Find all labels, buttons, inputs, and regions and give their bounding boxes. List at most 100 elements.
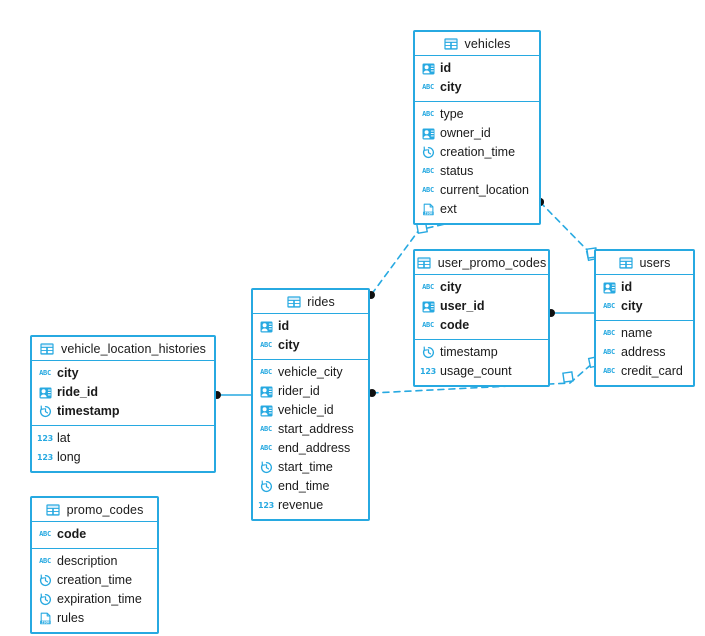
key-field-ride_id[interactable]: ride_id xyxy=(32,383,214,402)
field-label: id xyxy=(278,319,290,334)
field-label: end_address xyxy=(278,441,351,456)
field-rider_id[interactable]: rider_id xyxy=(253,382,368,401)
field-label: ride_id xyxy=(57,385,98,400)
svg-text:JSON: JSON xyxy=(424,212,432,216)
field-creation_time[interactable]: creation_time xyxy=(415,143,539,162)
123-icon: 123 xyxy=(257,500,275,510)
field-label: vehicle_city xyxy=(278,365,343,380)
relationship-vehicle-location-histories-to-rides[interactable] xyxy=(213,391,252,399)
field-label: end_time xyxy=(278,479,330,494)
field-owner_id[interactable]: owner_id xyxy=(415,124,539,143)
table-icon xyxy=(286,295,301,308)
abc-icon: ABC xyxy=(603,367,615,375)
field-label: rider_id xyxy=(278,384,320,399)
key-field-id[interactable]: id xyxy=(596,278,693,297)
field-rules[interactable]: JSON rules xyxy=(32,609,157,628)
table-icon xyxy=(618,256,633,269)
field-label: city xyxy=(57,366,79,381)
person-badge-icon xyxy=(421,62,435,76)
entity-title: vehicles xyxy=(464,36,511,51)
field-end_time[interactable]: end_time xyxy=(253,477,368,496)
abc-icon: ABC xyxy=(603,348,615,356)
person-badge-icon xyxy=(602,281,616,295)
field-label: description xyxy=(57,554,118,569)
abc-icon: ABC xyxy=(422,110,434,118)
abc-icon: ABC xyxy=(39,369,51,377)
clock-icon xyxy=(259,461,273,475)
field-start_time[interactable]: start_time xyxy=(253,458,368,477)
entity-title: vehicle_location_histories xyxy=(60,341,207,356)
key-field-timestamp[interactable]: timestamp xyxy=(32,402,214,421)
field-label: expiration_time xyxy=(57,592,142,607)
abc-icon: ABC xyxy=(260,341,272,349)
key-field-id[interactable]: id xyxy=(253,317,368,336)
field-creation_time[interactable]: creation_time xyxy=(32,571,157,590)
field-label: user_id xyxy=(440,299,485,314)
relationship-user-promo-codes-to-users[interactable] xyxy=(547,309,595,317)
entity-header-vehicle_location_histories[interactable]: vehicle_location_histories xyxy=(32,337,214,361)
field-label: city xyxy=(440,80,462,95)
key-field-user_id[interactable]: user_id xyxy=(415,297,548,316)
field-label: usage_count xyxy=(440,364,512,379)
field-label: id xyxy=(621,280,633,295)
entity-title: promo_codes xyxy=(66,502,144,517)
abc-icon: ABC xyxy=(39,557,51,565)
clock-icon xyxy=(38,593,52,607)
key-field-city[interactable]: ABC city xyxy=(415,78,539,97)
field-label: timestamp xyxy=(440,345,498,360)
entity-header-vehicles[interactable]: vehicles xyxy=(415,32,539,56)
abc-icon: ABC xyxy=(422,321,434,329)
field-timestamp[interactable]: timestamp xyxy=(415,343,548,362)
entity-header-promo_codes[interactable]: promo_codes xyxy=(32,498,157,522)
field-label: revenue xyxy=(278,498,324,513)
field-label: type xyxy=(440,107,464,122)
field-description[interactable]: ABC description xyxy=(32,552,157,571)
svg-text:JSON: JSON xyxy=(41,621,49,625)
field-vehicle_id[interactable]: vehicle_id xyxy=(253,401,368,420)
abc-icon: ABC xyxy=(260,425,272,433)
abc-icon: ABC xyxy=(39,530,51,538)
abc-icon: ABC xyxy=(603,329,615,337)
abc-icon: ABC xyxy=(422,83,434,91)
field-label: rules xyxy=(57,611,85,626)
field-type[interactable]: ABC type xyxy=(415,105,539,124)
key-field-city[interactable]: ABC city xyxy=(32,364,214,383)
key-field-id[interactable]: id xyxy=(415,59,539,78)
table-icon xyxy=(40,342,55,355)
field-label: credit_card xyxy=(621,364,683,379)
field-expiration_time[interactable]: expiration_time xyxy=(32,590,157,609)
entity-header-rides[interactable]: rides xyxy=(253,290,368,314)
123-icon: 123 xyxy=(36,452,54,462)
entity-header-user_promo_codes[interactable]: user_promo_codes xyxy=(415,251,548,275)
entity-header-users[interactable]: users xyxy=(596,251,693,275)
field-label: city xyxy=(621,299,643,314)
field-credit_card[interactable]: ABC credit_card xyxy=(596,362,693,381)
